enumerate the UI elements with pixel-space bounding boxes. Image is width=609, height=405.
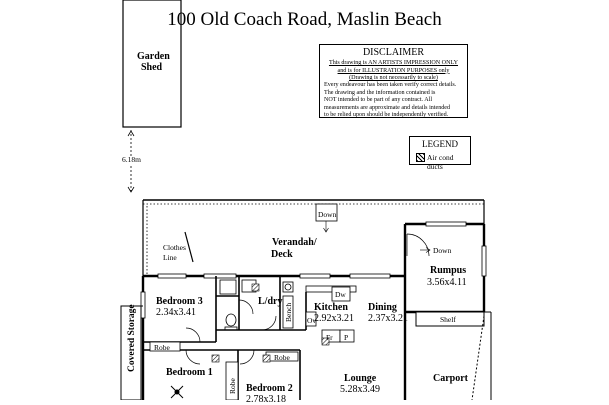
robe-label-1: Robe <box>154 343 170 352</box>
dining-dims: 2.37x3.21 <box>368 313 408 324</box>
shed-distance-marker <box>127 130 135 193</box>
bedroom3-dims: 2.34x3.41 <box>156 307 196 318</box>
clothes-line-label-2: Line <box>163 253 177 262</box>
down-label-verandah: Down <box>318 210 337 219</box>
legend-item-label: Air cond ducts <box>427 153 454 171</box>
disclaimer-line: Every endeavour has been taken verify co… <box>324 82 457 89</box>
shelf-box <box>415 311 485 327</box>
robe-label-3: Robe <box>228 378 237 394</box>
oven-label: Ov <box>307 316 317 325</box>
covered-storage-label: Covered Storage <box>127 304 137 372</box>
disclaimer-heading: DISCLAIMER <box>362 47 425 58</box>
disclaimer-line: This drawing is AN ARTISTS IMPRESSION ON… <box>328 60 459 67</box>
verandah-outline <box>142 199 485 280</box>
interior-walls <box>143 276 307 400</box>
legend-box: LEGEND Air cond ducts <box>409 136 471 171</box>
rumpus-dims: 3.56x4.11 <box>427 277 467 288</box>
disclaimer-line: and is for ILLUSTRATION PURPOSES only <box>337 67 450 74</box>
pantry-label: P <box>344 333 349 342</box>
bench-box <box>282 295 294 329</box>
bedroom3-label: Bedroom 3 <box>156 296 203 307</box>
shelf-label: Shelf <box>440 315 456 324</box>
fridge-label: Fr <box>326 333 333 342</box>
bedroom1-label: Bedroom 1 <box>166 367 213 378</box>
kitchen-label: Kitchen <box>314 302 348 313</box>
rumpus-door <box>406 233 430 257</box>
page-title: 100 Old Coach Road, Maslin Beach <box>167 9 442 30</box>
carport-outline <box>404 311 492 400</box>
doors <box>185 299 277 365</box>
garden-shed-label-2: Shed <box>141 62 163 73</box>
air-cond-ducts <box>211 283 330 363</box>
robe-box-1 <box>149 341 181 352</box>
lounge-label: Lounge <box>344 373 377 384</box>
windows <box>140 221 487 319</box>
rumpus-label: Rumpus <box>430 265 467 276</box>
kitchen-fixtures <box>305 285 357 343</box>
garden-shed <box>122 0 182 128</box>
robe-box-3 <box>225 361 239 400</box>
shed-distance-label: 6.18m <box>121 155 142 164</box>
dining-label: Dining <box>368 302 397 313</box>
bedroom2-label: Bedroom 2 <box>246 383 293 394</box>
dishwasher-label: Dw <box>335 290 346 299</box>
disclaimer-line: (Drawing is not necessarily to scale) <box>349 75 438 82</box>
clothes-line-label-1: Clothes <box>163 243 186 252</box>
lounge-dims: 5.28x3.49 <box>340 384 380 395</box>
robe-label-2: Robe <box>274 353 290 362</box>
clothes-line-bar <box>184 231 194 263</box>
air-cond-duct-icon <box>416 153 425 162</box>
bedroom2-dims: 2.78x3.18 <box>246 394 286 405</box>
legend-heading: LEGEND <box>422 139 458 149</box>
verandah-label-1: Verandah/ <box>272 237 317 248</box>
disclaimer-line: The drawing and the information containe… <box>324 89 436 96</box>
laundry-label: L/dry <box>258 296 283 307</box>
kitchen-dims: 2.92x3.21 <box>314 313 354 324</box>
garden-shed-label-1: Garden <box>137 51 170 62</box>
disclaimer-line: to be relied upon should be independentl… <box>324 112 449 119</box>
verandah-label-2: Deck <box>271 249 293 260</box>
ceiling-fan-icon <box>170 385 184 399</box>
disclaimer-box: DISCLAIMER This drawing is AN ARTISTS IM… <box>319 44 468 118</box>
disclaimer-line: measurements are approximate and details… <box>324 104 451 111</box>
disclaimer-line: NOT intended to be part of any contract.… <box>324 97 433 104</box>
down-marker-box <box>315 203 338 222</box>
bench-label: Bench <box>284 302 293 322</box>
down-label-rumpus: Down <box>433 246 452 255</box>
carport-label: Carport <box>433 373 468 384</box>
